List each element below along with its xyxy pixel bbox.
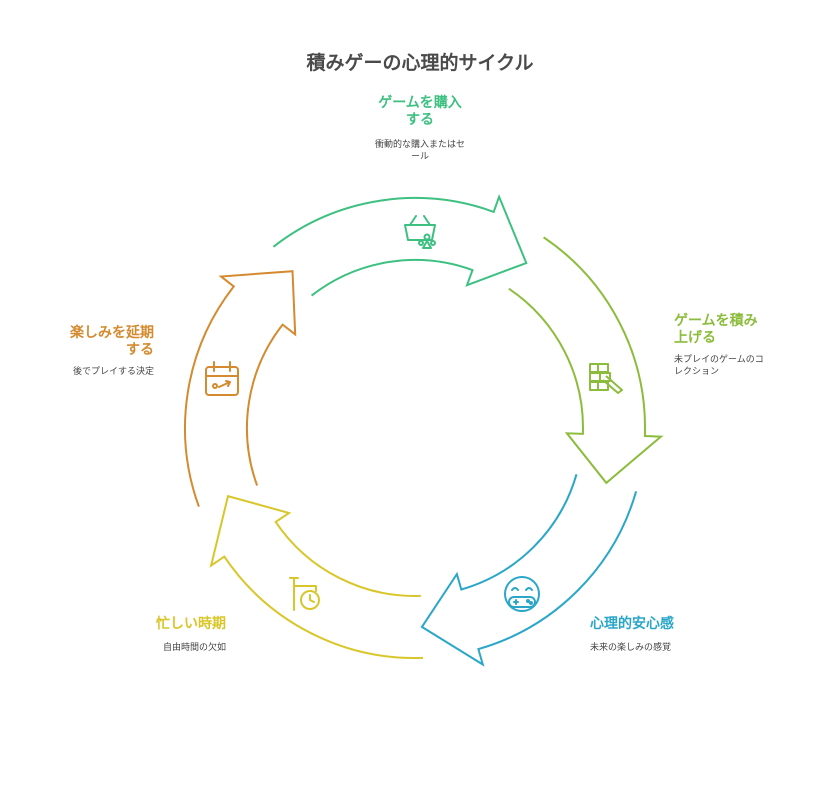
cycle-arrows bbox=[184, 194, 664, 667]
clock-signpost-icon bbox=[289, 577, 320, 611]
arrow-pile bbox=[508, 236, 664, 485]
step-label-pile: ゲームを積み 上げる bbox=[674, 313, 758, 346]
step-label-busy: 忙しい時期 bbox=[156, 616, 226, 632]
stacked-bricks-icon bbox=[589, 363, 623, 394]
step-label-safety: 心理的安心感 bbox=[590, 616, 674, 632]
arrow-safety bbox=[420, 474, 638, 667]
calendar-icon bbox=[205, 361, 239, 396]
step-desc-pile: 未プレイのゲームのコ レクション bbox=[674, 355, 764, 377]
shopping-basket-icon bbox=[404, 215, 436, 249]
step-desc-buy: 衝動的な購入またはセ ール bbox=[374, 140, 465, 162]
arrow-buy bbox=[272, 194, 528, 297]
step-label-delay: 楽しみを延期 する bbox=[70, 325, 154, 358]
step-desc-safety: 未来の楽しみの感覚 bbox=[590, 643, 672, 653]
step-label-buy: ゲームを購入 する bbox=[378, 95, 462, 128]
diagram-title: 積みゲーの心理的サイクル bbox=[306, 52, 534, 74]
step-desc-delay: 後でプレイする決定 bbox=[72, 367, 154, 377]
arrow-busy bbox=[209, 494, 424, 659]
step-desc-busy: 自由時間の欠如 bbox=[162, 643, 226, 653]
arrow-delay bbox=[184, 270, 297, 508]
game-controller-icon bbox=[504, 576, 540, 612]
